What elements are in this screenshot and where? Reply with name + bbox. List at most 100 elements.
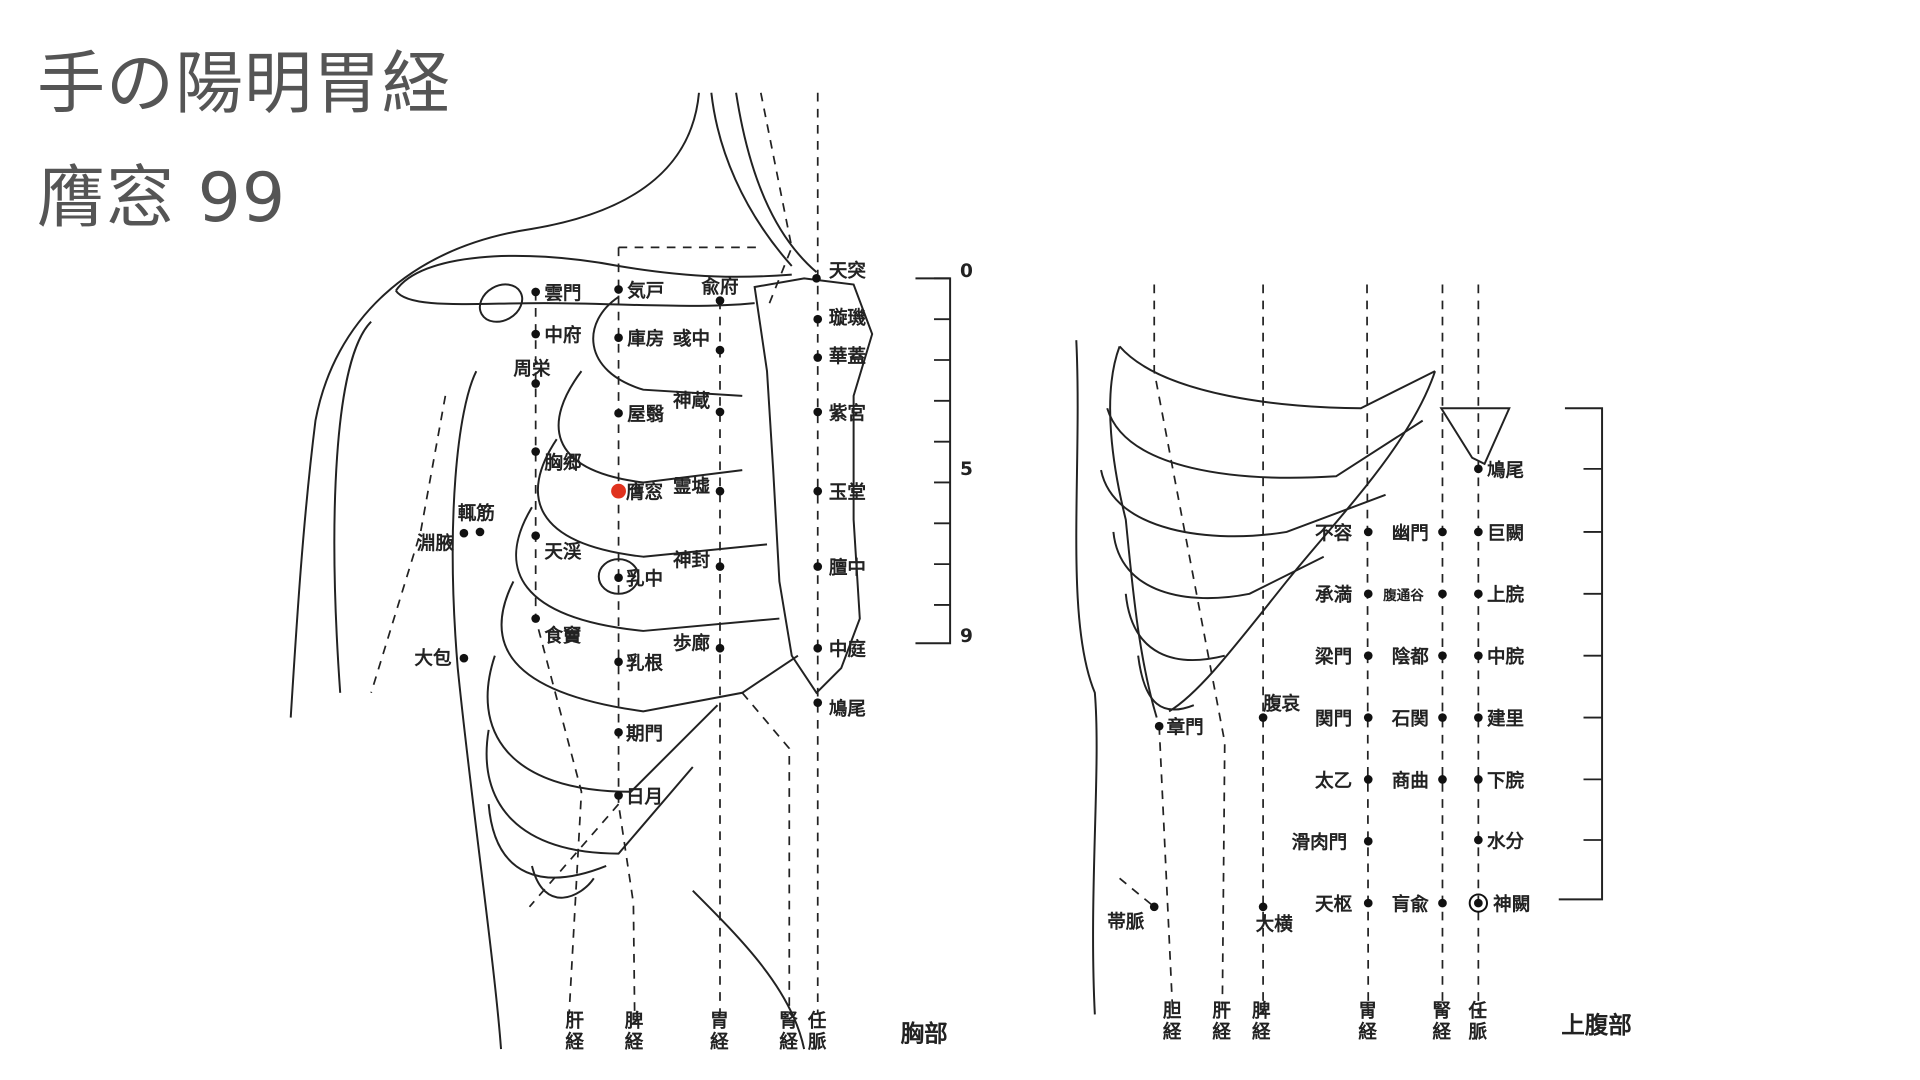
acupoint-dot [459, 653, 469, 663]
acupoint-label: 腹哀 [1263, 693, 1301, 715]
acupoint-dot [531, 531, 540, 540]
acupoint-dot [1438, 775, 1447, 784]
acupoint-dot [614, 285, 623, 294]
acupoint-dot [812, 274, 821, 283]
acupoint-label: 霊墟 [673, 476, 711, 497]
acupoint-label: 屋翳 [627, 405, 665, 426]
acupoint-dot [1474, 713, 1483, 722]
acupoint-dot [813, 698, 823, 708]
acupoint-dot [1438, 713, 1447, 722]
acupoint-dot [1438, 651, 1447, 660]
acupoint-dot [1363, 836, 1373, 846]
acupoint-label: 天枢 [1315, 895, 1353, 916]
acupoint-label: 食竇 [543, 625, 582, 647]
acupoint-dot [715, 643, 725, 653]
acupoint-dot [614, 408, 623, 418]
meridian-label: 経 [625, 1031, 644, 1053]
acupoint-dot [1363, 651, 1373, 660]
acupoint-label: 膻中 [828, 557, 866, 579]
meridian-label: 任 [807, 1010, 827, 1032]
acupoint-label: 滑肉門 [1292, 832, 1348, 854]
cun-scales [915, 277, 1604, 901]
acupoint-label: 彧中 [673, 328, 710, 350]
acupoint-label: 中府 [544, 324, 581, 346]
meridian-label: 腎 [1433, 1001, 1452, 1022]
acupoint-dot [614, 333, 623, 343]
acupoint-dot [715, 562, 725, 571]
acupoint-label: 陰都 [1392, 646, 1430, 668]
scale-label: 0 [960, 261, 973, 282]
meridian-label: 胃 [1358, 1001, 1377, 1022]
meridian-label: 脈 [1468, 1021, 1487, 1043]
acupoint-label: 下脘 [1487, 770, 1525, 792]
meridian-label: 胆 [1162, 1001, 1182, 1022]
acupoint-label: 雲門 [544, 283, 581, 304]
acupoint-label: 巨闕 [1487, 523, 1524, 544]
acupoint-dot [1474, 527, 1483, 537]
meridian-label: 腎 [779, 1011, 798, 1032]
acupoint-label: 大横 [1256, 913, 1294, 935]
acupoint-dot [1363, 527, 1373, 537]
acupoint-label: 上脘 [1487, 584, 1525, 606]
acupoint-label: 歩廊 [673, 632, 710, 654]
highlighted-acupoint [611, 483, 626, 499]
acupoint-label: 幽門 [1392, 523, 1429, 544]
acupoint-label: 梁門 [1314, 646, 1352, 668]
acupoint-label: 肓兪 [1392, 894, 1430, 916]
point-name-and-number: 膺窓 99 [37, 159, 287, 238]
acupoint-label: 水分 [1487, 830, 1525, 852]
navel-ring-icon [1468, 893, 1489, 913]
acupoint-dot [614, 657, 623, 667]
acupoint-label: 関門 [1315, 709, 1352, 730]
region-label: 上腹部 [1561, 1011, 1632, 1039]
meridian-label: 脾 [1252, 1000, 1271, 1022]
acupoint-label: 石関 [1391, 709, 1429, 730]
meridian-label: 経 [565, 1031, 584, 1053]
meridian-label: 肝 [565, 1011, 584, 1032]
acupoint-dot [531, 379, 540, 388]
acupoint-label: 不容 [1315, 522, 1353, 544]
acupoint-label: 大包 [414, 647, 452, 669]
acupoint-label: 承満 [1315, 584, 1353, 606]
acupoint-dot [813, 486, 823, 496]
acupoint-dot [1154, 721, 1164, 731]
acupoint-dot [1474, 464, 1483, 474]
acupoint-dot [459, 528, 469, 538]
acupoint-label: 中脘 [1487, 646, 1525, 668]
meridian-label: 胃 [710, 1011, 729, 1032]
scale-label: 5 [960, 459, 973, 480]
acupoint-dot [531, 447, 540, 456]
slide-title: 手の陽明胃経 [37, 45, 452, 124]
acupoint-label: 鳩尾 [1487, 459, 1524, 481]
acupoint-dot [1363, 713, 1373, 722]
acupoint-label: 神蔵 [673, 390, 711, 412]
meridian-label: 任 [1467, 1000, 1487, 1022]
acupoint-label: 淵腋 [417, 532, 455, 554]
acupoint-dot [531, 329, 540, 339]
acupoint-label: 乳根 [626, 652, 664, 674]
acupoint-dot [1438, 898, 1447, 908]
body-outline [289, 92, 1511, 1050]
acupoint-label: 帯脈 [1107, 911, 1145, 933]
acupoint-dot [1474, 589, 1483, 599]
acupoint-dot [531, 614, 540, 623]
acupoint-label: 商曲 [1392, 770, 1429, 792]
acupoint-label: 天渓 [544, 541, 582, 563]
acupoint-label: 神闕 [1493, 894, 1530, 916]
meridian-label: 経 [1252, 1021, 1271, 1043]
acupoint-label: 璇璣 [829, 307, 867, 329]
acupoint-dot [1363, 775, 1373, 784]
meridian-label: 経 [1212, 1021, 1231, 1043]
meridian-label: 脈 [808, 1031, 827, 1053]
acupoint-dot [1438, 589, 1447, 599]
acupoint-label: 華蓋 [829, 345, 866, 367]
acupoint-label: 鳩尾 [829, 698, 866, 720]
acupoint-dot [813, 314, 823, 324]
acupoint-dot [715, 407, 725, 417]
acupoint-dot [813, 562, 823, 571]
meridian-label: 経 [1163, 1021, 1182, 1043]
acupoint-dot [1438, 527, 1447, 537]
acupoint-dot [813, 353, 823, 362]
acupoint-label: 建里 [1487, 708, 1524, 730]
acupoint-dot [1474, 835, 1483, 845]
